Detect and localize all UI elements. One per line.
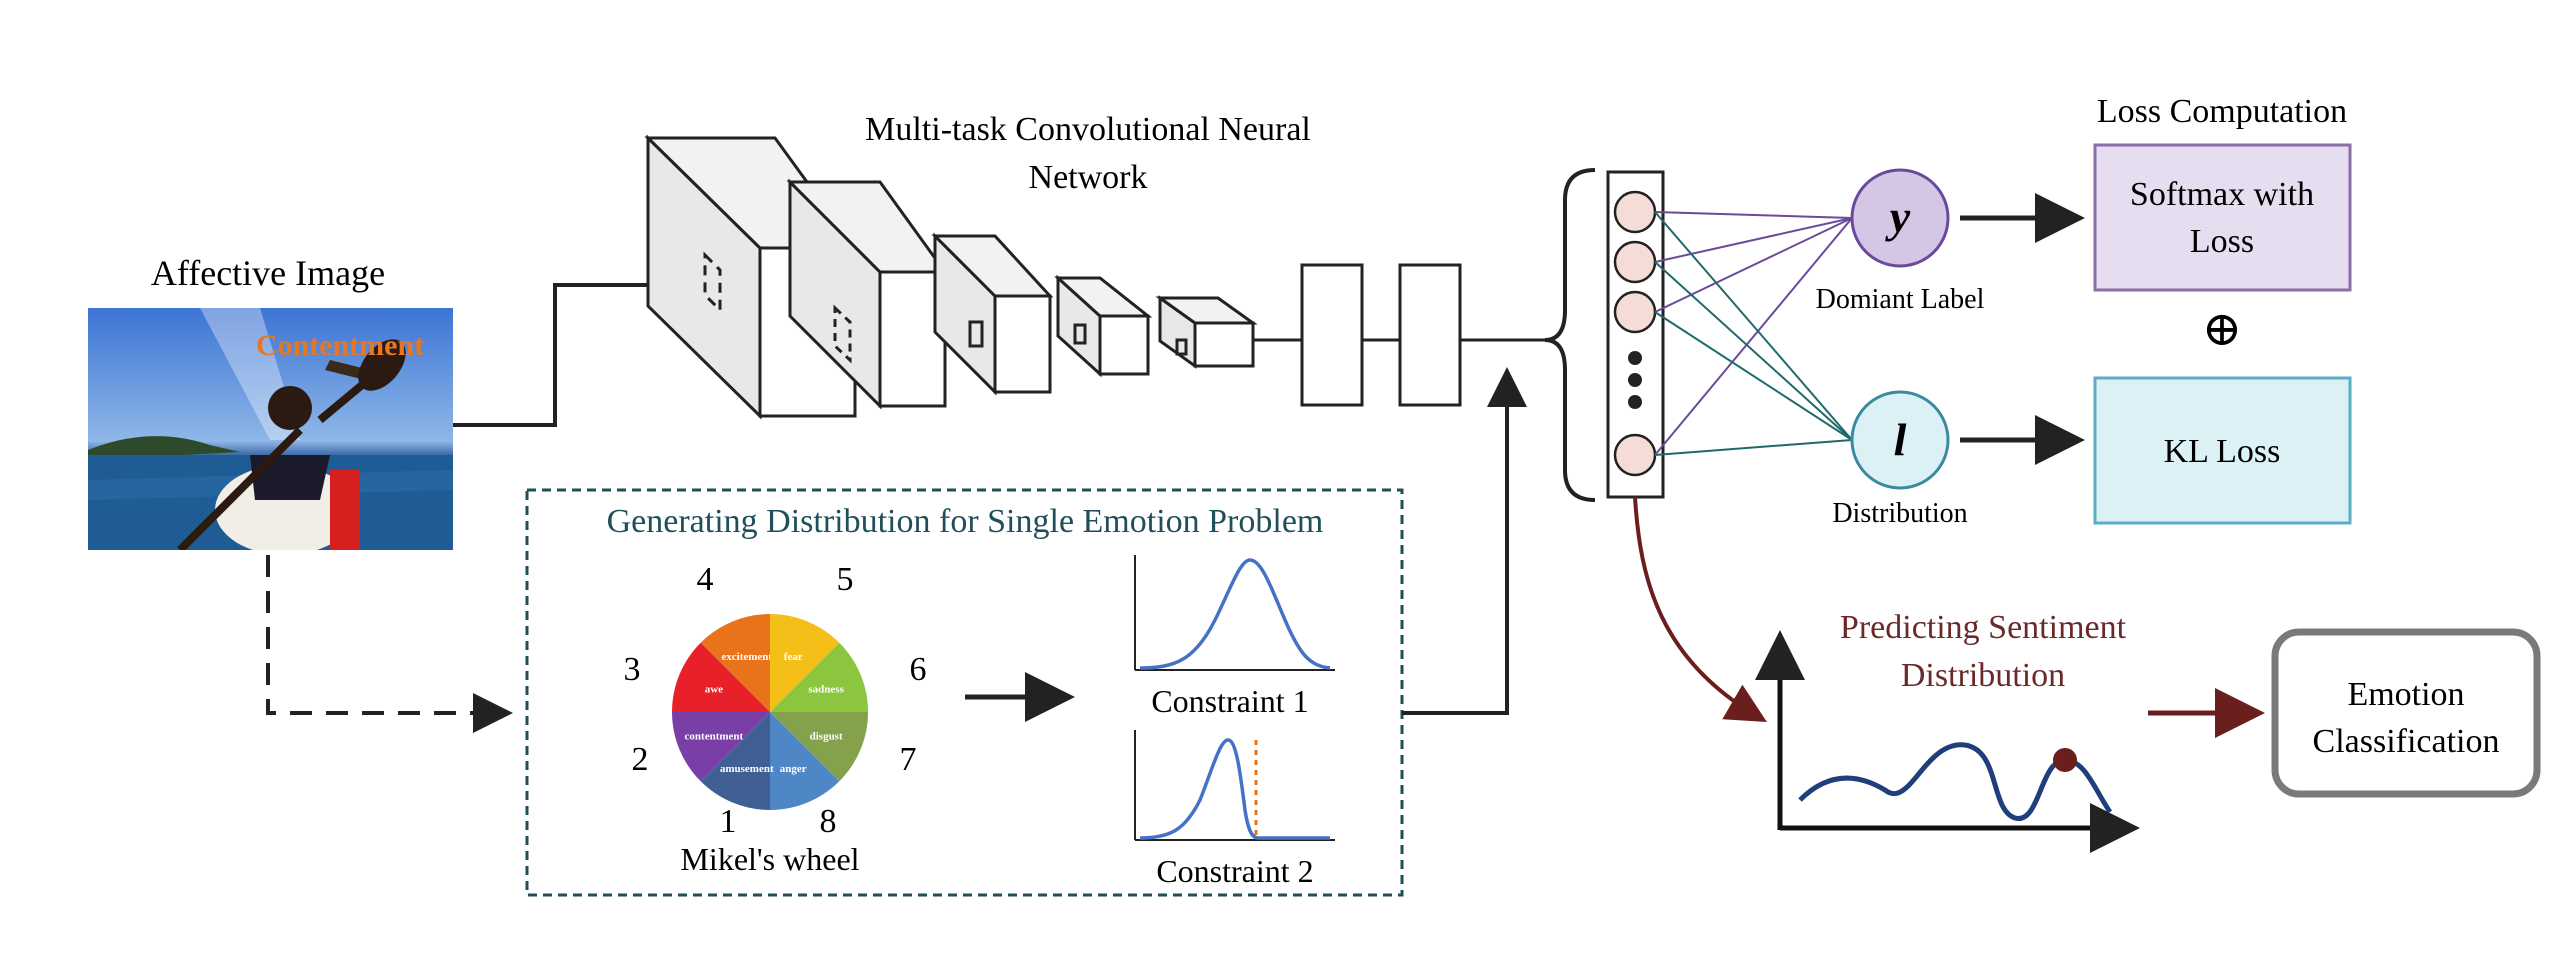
cnn-title-line1: Multi-task Convolutional Neural (865, 111, 1311, 148)
plus-symbol: ⊕ (2202, 303, 2242, 356)
dominant-label-caption: Domiant Label (1816, 284, 1985, 315)
image-to-generation-dashed-arrow (266, 555, 513, 733)
dominant-label-node (1850, 168, 1950, 268)
feature-brace (1544, 168, 1596, 502)
wheel-label-sadness: sadness (808, 684, 844, 696)
kernel-windows (703, 251, 1188, 364)
wheel-segment-anger (770, 712, 840, 810)
softmax-line2: Loss (2190, 223, 2254, 260)
wheel-number-6: 6 (910, 651, 927, 688)
loss-computation-title: Loss Computation (2097, 93, 2347, 130)
wheel-label-excitement: excitement (721, 651, 772, 663)
wheel-segment-fear (770, 614, 840, 712)
cnn-title-line2: Network (1029, 159, 1148, 196)
wheel-segment-disgust (770, 712, 868, 782)
wheel-number-7: 7 (900, 741, 917, 778)
classification-line2: Classification (2313, 723, 2500, 760)
constraint2-plot (1134, 730, 1335, 841)
wheel-label-disgust: disgust (810, 730, 843, 742)
wheel-segment-excitement (700, 614, 770, 712)
kl-loss-box (2093, 376, 2352, 525)
feature-to-prediction-arrow (1633, 496, 1767, 723)
image-overlay-label: Contentment (256, 329, 424, 362)
kl-loss-label: KL Loss (2164, 433, 2281, 470)
distribution-node (1850, 390, 1950, 490)
l-symbol: l (1894, 414, 1907, 465)
emotion-classification-box (2271, 628, 2541, 798)
wheel-segment-amusement (700, 712, 770, 810)
wheel-number-5: 5 (837, 561, 854, 598)
wheel-label-contentment: contentment (685, 730, 744, 742)
wheel-label-anger: anger (780, 763, 807, 775)
wheel-number-4: 4 (697, 561, 714, 598)
softmax-line1: Softmax with (2130, 176, 2314, 213)
wheel-label-awe: awe (705, 684, 723, 696)
affective-image (88, 308, 453, 550)
wheel-segment-awe (672, 642, 770, 712)
wheel-label-amusement: amusement (720, 763, 774, 775)
sentiment-distribution-plot (1755, 630, 2140, 853)
mikels-wheel: excitement fear sadness disgust anger amuseme… (672, 614, 868, 810)
wheel-number-2: 2 (632, 741, 649, 778)
affective-image-title: Affective Image (151, 253, 385, 293)
generation-title: Generating Distribution for Single Emoti… (607, 503, 1324, 540)
y-symbol: y (1885, 191, 1911, 242)
wheel-label-fear: fear (784, 651, 803, 663)
generation-panel (525, 488, 1404, 897)
wheel-number-8: 8 (820, 803, 837, 840)
wheel-segment-sadness (770, 642, 868, 712)
distribution-caption: Distribution (1832, 498, 1967, 529)
image-to-cnn-arrow (453, 265, 698, 427)
wheel-number-3: 3 (624, 651, 641, 688)
wheel-segment-contentment (672, 712, 770, 782)
generation-to-network-arrow (1402, 367, 1527, 715)
prediction-title-line2: Distribution (1901, 657, 2065, 694)
classification-line1: Emotion (2347, 676, 2464, 713)
softmax-loss-box (2093, 143, 2352, 292)
constraint1-label: Constraint 1 (1151, 683, 1308, 719)
cnn-layers (644, 134, 1552, 420)
prediction-title-line1: Predicting Sentiment (1840, 609, 2127, 646)
constraint2-label: Constraint 2 (1156, 853, 1313, 889)
fc-connections (1654, 211, 1853, 456)
constraint1-plot (1134, 555, 1335, 671)
wheel-caption: Mikel's wheel (680, 841, 859, 877)
feature-vector (1606, 170, 1665, 499)
wheel-number-1: 1 (720, 803, 737, 840)
